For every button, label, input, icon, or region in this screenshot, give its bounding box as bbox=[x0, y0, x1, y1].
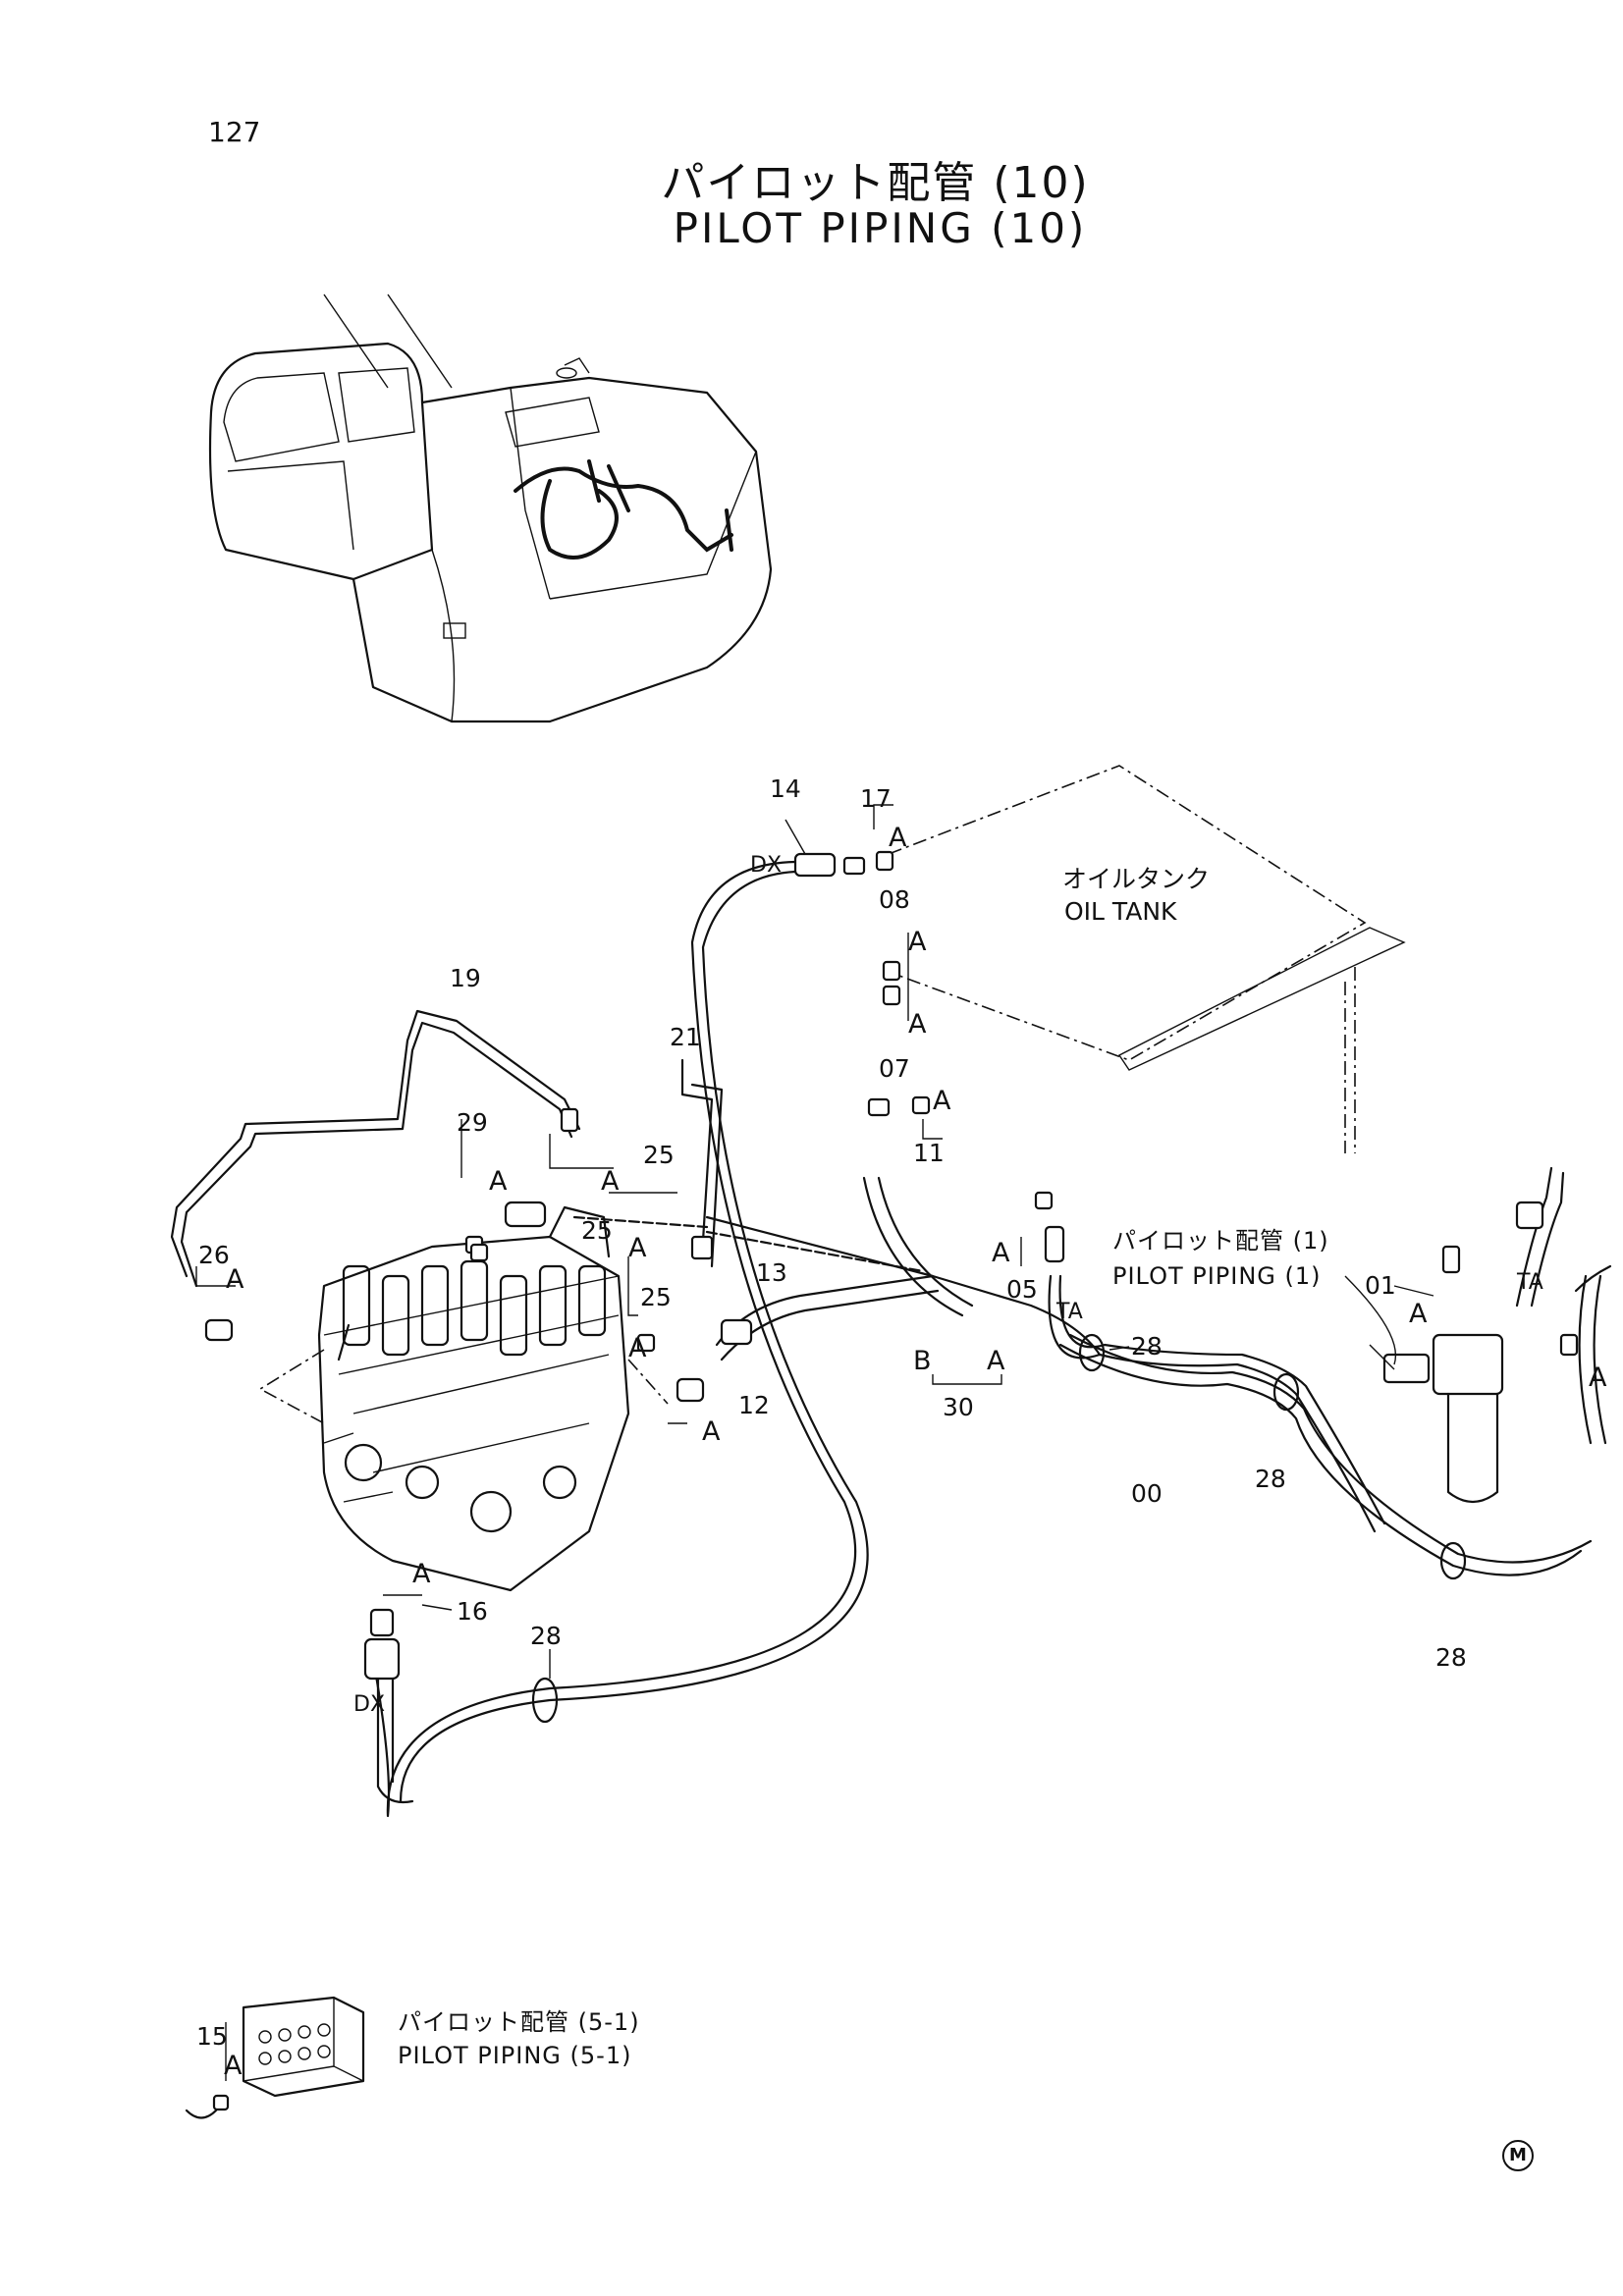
oil-tank-label-jp: オイルタンク bbox=[1062, 865, 1210, 893]
fittings bbox=[185, 850, 1579, 2119]
control-valve bbox=[258, 1205, 669, 1592]
ref-pilot-piping-5-1-jp: パイロット配管 (5-1) bbox=[398, 2008, 640, 2036]
part-label-28-c: 28 bbox=[1435, 1643, 1467, 1672]
letter-a-11: A bbox=[933, 1086, 951, 1116]
letter-a-17: A bbox=[889, 823, 907, 853]
part-label-21: 21 bbox=[670, 1023, 701, 1051]
page-number: 127 bbox=[208, 116, 261, 148]
part-label-25-top: 25 bbox=[643, 1141, 675, 1169]
m-circle-mark: M bbox=[1502, 2140, 1534, 2171]
part-label-12: 12 bbox=[738, 1391, 770, 1419]
ref-pilot-piping-1-jp: パイロット配管 (1) bbox=[1112, 1227, 1329, 1255]
letter-b-30: B bbox=[913, 1346, 932, 1376]
part-label-25-low: 25 bbox=[640, 1283, 672, 1311]
ref-pilot-piping-1-en: PILOT PIPING (1) bbox=[1112, 1262, 1322, 1290]
part-label-13: 13 bbox=[756, 1258, 787, 1287]
part-label-17: 17 bbox=[860, 784, 892, 813]
letter-a-15: A bbox=[224, 2051, 243, 2081]
part-label-28-d: 28 bbox=[530, 1622, 562, 1650]
part-label-29: 29 bbox=[457, 1108, 488, 1137]
piping-lines bbox=[170, 860, 1612, 1818]
leader-lines bbox=[195, 804, 1434, 2081]
letter-a-12: A bbox=[702, 1416, 721, 1447]
ta-label-right: TA bbox=[1516, 1270, 1543, 1295]
title-japanese: パイロット配管 (10) bbox=[661, 158, 1090, 208]
part-label-25-mid: 25 bbox=[581, 1216, 613, 1245]
ref-pilot-piping-5-1-en: PILOT PIPING (5-1) bbox=[398, 2042, 631, 2069]
part-label-01: 01 bbox=[1365, 1271, 1396, 1300]
part-label-08: 08 bbox=[879, 885, 910, 914]
part-label-28-a: 28 bbox=[1131, 1332, 1163, 1361]
letter-a-01: A bbox=[1409, 1299, 1428, 1329]
letter-a-25-mid: A bbox=[628, 1233, 647, 1263]
part-label-15: 15 bbox=[196, 2022, 228, 2051]
part-label-16: 16 bbox=[457, 1597, 488, 1626]
cross-references: パイロット配管 (1) PILOT PIPING (1) パイロット配管 (5-… bbox=[398, 1227, 1329, 2069]
letter-a-16: A bbox=[412, 1559, 431, 1589]
letter-a-26: A bbox=[226, 1264, 244, 1295]
part-label-07: 07 bbox=[879, 1054, 910, 1083]
part-label-11: 11 bbox=[913, 1139, 945, 1167]
title-english: PILOT PIPING (10) bbox=[673, 204, 1088, 252]
ta-label-05: TA bbox=[1055, 1300, 1083, 1324]
letter-a-right: A bbox=[1589, 1362, 1607, 1393]
letter-a-29: A bbox=[489, 1166, 508, 1197]
dx-label-bottom: DX bbox=[353, 1692, 385, 1717]
part-labels: 14 DX 17 A 08 A A 07 A 11 19 21 25 A 29 … bbox=[196, 774, 1607, 2081]
letter-a-05: A bbox=[992, 1238, 1010, 1268]
dx-label-top: DX bbox=[750, 853, 782, 878]
part-label-19: 19 bbox=[450, 964, 481, 992]
part-label-28-b: 28 bbox=[1255, 1465, 1286, 1493]
part-label-05: 05 bbox=[1006, 1275, 1038, 1304]
letter-a-25-top: A bbox=[601, 1166, 620, 1197]
oil-tank-label-en: OIL TANK bbox=[1064, 897, 1177, 926]
part-label-14: 14 bbox=[770, 774, 801, 803]
oil-tank: オイルタンク OIL TANK bbox=[888, 765, 1406, 1153]
letter-a-30: A bbox=[987, 1346, 1005, 1376]
letter-a-07: A bbox=[908, 1009, 927, 1040]
letter-a-25-low: A bbox=[628, 1333, 647, 1363]
part-label-30: 30 bbox=[943, 1393, 974, 1421]
part-label-00: 00 bbox=[1131, 1479, 1163, 1508]
excavator-overview bbox=[208, 294, 773, 723]
part-label-26: 26 bbox=[198, 1241, 230, 1269]
letter-a-08: A bbox=[908, 927, 927, 957]
